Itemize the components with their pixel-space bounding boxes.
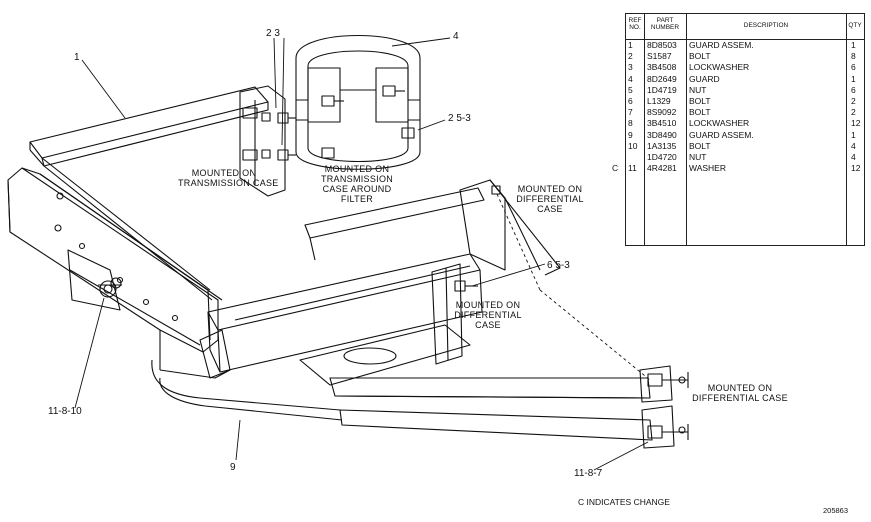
label-mounted-differential-2: MOUNTED ON DIFFERENTIAL CASE xyxy=(454,300,522,330)
bolt-icon xyxy=(454,185,501,292)
description-cell: NUT xyxy=(689,84,707,95)
qty-cell: 8 xyxy=(851,51,856,62)
callout-2-5-3: 2 5-3 xyxy=(448,113,471,124)
ref-no-cell: 7 xyxy=(628,107,633,118)
qty-cell: 1 xyxy=(851,40,856,50)
part-number-cell: S1587 xyxy=(647,51,672,62)
callout-11-8-10: 11-8-10 xyxy=(48,406,82,417)
ref-no-cell: 4 xyxy=(628,73,633,84)
drawing-number: 205863 xyxy=(823,506,849,515)
part-number-cell: 3D8490 xyxy=(647,129,677,140)
label-mounted-transmission-case: MOUNTED ON TRANSMISSION CASE xyxy=(178,168,279,188)
part-number-cell: 1D4719 xyxy=(647,84,677,95)
guard-assem-9 xyxy=(151,179,689,449)
callout-4: 4 xyxy=(453,31,459,42)
part-number-cell: 1A3135 xyxy=(647,140,677,151)
description-cell: GUARD ASSEM. xyxy=(689,129,754,140)
table-row: 10 1A3135 BOLT 4 xyxy=(626,141,864,152)
ref-no-cell: 11 xyxy=(628,163,637,174)
part-number-cell: 3B4508 xyxy=(647,62,677,73)
part-number-cell: L1329 xyxy=(647,96,671,106)
part-number-cell: 8S9092 xyxy=(647,107,677,118)
table-row: 2 S1587 BOLT 8 xyxy=(626,51,864,62)
guard-assem-1 xyxy=(7,85,296,379)
description-cell: LOCKWASHER xyxy=(689,118,750,129)
part-number-cell: 1D4720 xyxy=(647,152,677,162)
description-cell: BOLT xyxy=(689,96,711,106)
table-row: 6 L1329 BOLT 2 xyxy=(626,96,864,107)
column-divider xyxy=(644,14,645,245)
callout-11-8-7: 11-8-7 xyxy=(574,468,603,479)
header-ref-no: REF NO. xyxy=(628,17,642,31)
ref-no-cell: 10 xyxy=(628,140,638,151)
qty-cell: 4 xyxy=(851,152,856,162)
part-number-cell: 3B4510 xyxy=(647,118,677,129)
qty-cell: 4 xyxy=(851,140,856,151)
qty-cell: 12 xyxy=(851,118,861,129)
description-cell: GUARD ASSEM. xyxy=(689,40,754,50)
callout-1: 1 xyxy=(74,52,80,63)
description-cell: GUARD xyxy=(689,73,720,84)
qty-cell: 2 xyxy=(851,96,856,106)
ref-no-cell: 8 xyxy=(628,118,633,129)
parts-list-table: REF NO. PART NUMBER DESCRIPTION QTY 1 8D8… xyxy=(612,13,865,246)
change-indicator-note: C INDICATES CHANGE xyxy=(578,497,670,507)
label-mounted-transmission-filter: MOUNTED ON TRANSMISSION CASE AROUND FILT… xyxy=(320,164,394,204)
leader-lines xyxy=(74,37,649,471)
header-qty: QTY xyxy=(848,22,862,29)
qty-cell: 1 xyxy=(851,129,856,140)
qty-cell: 12 xyxy=(851,163,861,174)
table-row: C 11 4R4281 WASHER 12 xyxy=(612,163,864,174)
callout-9: 9 xyxy=(230,462,236,473)
callout-6-5-3: 6 5-3 xyxy=(547,260,570,271)
bolt-icon xyxy=(261,112,296,161)
column-divider xyxy=(686,14,687,245)
ref-no-cell: 5 xyxy=(628,84,633,95)
description-cell: BOLT xyxy=(689,51,711,62)
ref-no-cell: 3 xyxy=(628,62,633,73)
change-mark: C xyxy=(612,163,619,174)
callout-2-3: 2 3 xyxy=(266,28,280,39)
part-number-cell: 8D8503 xyxy=(647,40,677,50)
table-row: 4 8D2649 GUARD 1 xyxy=(626,74,864,85)
table-row: 9 3D8490 GUARD ASSEM. 1 xyxy=(626,130,864,141)
guard-4 xyxy=(295,34,421,170)
label-mounted-differential-3: MOUNTED ON DIFFERENTIAL CASE xyxy=(692,383,788,403)
table-row: 5 1D4719 NUT 6 xyxy=(626,85,864,96)
description-cell: WASHER xyxy=(689,163,726,174)
ref-no-cell: 2 xyxy=(628,51,633,62)
qty-cell: 1 xyxy=(851,73,856,84)
part-number-cell: 8D2649 xyxy=(647,73,677,84)
bolt-icon xyxy=(647,372,689,440)
nut-washer-icon xyxy=(98,277,122,298)
qty-cell: 2 xyxy=(851,107,856,118)
part-number-cell: 4R4281 xyxy=(647,163,677,174)
qty-cell: 6 xyxy=(851,84,856,95)
table-row: 1 8D8503 GUARD ASSEM. 1 xyxy=(626,40,864,51)
ref-no-cell: 9 xyxy=(628,129,633,140)
ref-no-cell: 1 xyxy=(628,40,633,50)
ref-no-cell: 6 xyxy=(628,96,633,106)
table-row: 3 3B4508 LOCKWASHER 6 xyxy=(626,62,864,73)
qty-cell: 6 xyxy=(851,62,856,73)
parts-table-header: REF NO. PART NUMBER DESCRIPTION QTY xyxy=(626,14,864,40)
header-description: DESCRIPTION xyxy=(743,22,789,29)
header-part-number: PART NUMBER xyxy=(650,17,680,31)
label-mounted-differential-1: MOUNTED ON DIFFERENTIAL CASE xyxy=(516,184,584,214)
description-cell: NUT xyxy=(689,152,707,162)
column-divider xyxy=(846,14,847,245)
description-cell: LOCKWASHER xyxy=(689,62,750,73)
table-row: 7 8S9092 BOLT 2 xyxy=(626,107,864,118)
description-cell: BOLT xyxy=(689,140,711,151)
table-row: 1D4720 NUT 4 xyxy=(626,152,864,163)
description-cell: BOLT xyxy=(689,107,711,118)
table-row: 8 3B4510 LOCKWASHER 12 xyxy=(626,118,864,129)
